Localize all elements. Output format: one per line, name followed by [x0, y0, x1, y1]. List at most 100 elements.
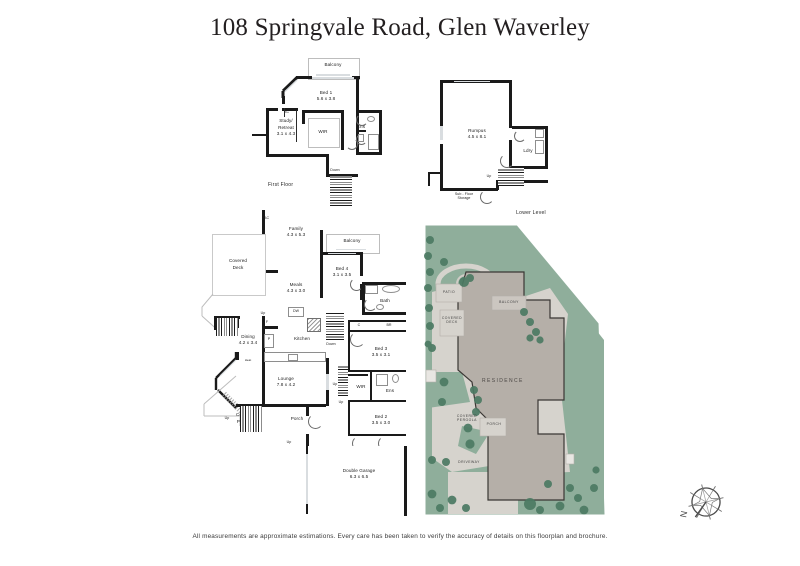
room-label-covered-deck: Covered Deck	[228, 258, 248, 270]
room-dims-meals: 4.3 x 3.0	[286, 288, 306, 293]
wall	[362, 312, 406, 315]
wall	[266, 108, 278, 111]
wall	[348, 400, 406, 403]
pantry-fixture	[264, 334, 274, 348]
ground-floor-plan: AC Family 4.3 x 5.3 Meals 4.3 x 3.0 Cove…	[200, 208, 420, 518]
laundry-appliance-fixture	[535, 140, 544, 154]
covered-deck-outline	[212, 234, 266, 296]
wall	[320, 230, 323, 256]
site-label-covered-deck: COVERED DECK	[441, 316, 463, 324]
marker-ac-first: AC	[284, 110, 290, 114]
wall	[302, 110, 344, 113]
wall	[356, 110, 382, 113]
wall	[320, 252, 323, 298]
room-label-rumpus: Rumpus	[468, 128, 486, 133]
room-dims-bed3: 3.5 x 3.1	[371, 352, 391, 357]
site-lawn-patch	[428, 372, 470, 408]
lower-level-plan: Rumpus 4.5 x 8.1 Ldry Up Sub - Floor Sto…	[428, 58, 564, 218]
room-label-ldry: Ldry	[523, 148, 533, 153]
wall	[509, 80, 512, 128]
room-dims-bed1: 5.6 x 3.8	[316, 96, 336, 101]
ac-unit-mark	[284, 108, 286, 117]
window-glass	[328, 253, 356, 255]
wall	[326, 174, 358, 177]
wall	[428, 172, 442, 175]
door-swing	[356, 134, 367, 145]
room-dims-double-garage: 6.3 x 6.5	[349, 474, 369, 479]
wall	[545, 126, 548, 168]
wall	[326, 390, 329, 406]
toilet-fixture	[367, 116, 375, 122]
room-dims-dining: 4.2 x 3.4	[238, 340, 258, 345]
wall	[236, 404, 326, 407]
room-label-double-garage: Double Garage	[342, 468, 376, 473]
wall	[262, 316, 265, 404]
room-dims-bed2: 3.5 x 3.0	[371, 420, 391, 425]
stair-ground	[338, 366, 348, 396]
wall	[214, 316, 240, 319]
room-label-wir-ground: WIR	[356, 384, 366, 389]
door-swing	[308, 414, 323, 429]
footer-disclaimer: All measurements are approximate estimat…	[192, 533, 608, 540]
room-label-balcony-ground: Balcony	[343, 238, 361, 243]
basin-fixture	[376, 304, 384, 310]
wall	[326, 154, 329, 176]
room-label-bed3: Bed 3	[374, 346, 388, 351]
wall	[296, 76, 312, 79]
wall	[306, 508, 309, 514]
room-dims-lounge: 7.8 x 4.2	[276, 382, 296, 387]
wall	[356, 152, 382, 155]
wall	[348, 374, 368, 377]
balcony-balustrade	[316, 74, 350, 76]
marker-up-2: Up	[332, 382, 338, 386]
site-plan-svg	[424, 222, 614, 515]
cooktop-fixture	[288, 353, 298, 361]
site-label-balcony: BALCONY	[499, 300, 519, 304]
door-swing	[350, 278, 363, 291]
dishwasher-fixture	[288, 307, 304, 317]
door-swing	[514, 130, 526, 142]
room-label-kitchen: Kitchen	[293, 336, 311, 341]
room-label-family: Family	[288, 226, 304, 231]
wall	[362, 282, 365, 314]
shower-fixture	[368, 134, 379, 150]
site-patio-structure	[435, 283, 463, 303]
shower-fixture	[376, 374, 388, 386]
wall	[348, 370, 406, 373]
site-label-residence: RESIDENCE	[482, 378, 524, 384]
site-trees	[424, 236, 600, 515]
wall	[262, 210, 265, 238]
wall	[348, 330, 406, 333]
wall	[356, 130, 366, 132]
wall	[440, 80, 443, 134]
marker-down-first: Down	[330, 168, 340, 172]
door-swing	[480, 190, 494, 204]
wall	[266, 108, 269, 156]
compass-north-letter: N	[678, 510, 689, 518]
balcony-balustrade	[336, 249, 366, 251]
room-label-ens-first: Ens	[356, 124, 366, 129]
site-covered-deck-structure	[439, 309, 465, 337]
room-label-bed1: Bed 1	[319, 90, 333, 95]
room-dims-rumpus: 4.5 x 8.1	[467, 134, 487, 139]
wall-thin	[296, 110, 298, 142]
stair-porch	[240, 406, 262, 432]
wall	[348, 400, 351, 436]
label-subfloor-storage: Sub - Floor Storage	[454, 192, 474, 200]
marker-up-5: Up	[286, 440, 292, 444]
room-label-dining: Dining	[241, 334, 255, 339]
site-corner-cut	[514, 222, 614, 342]
wall	[302, 110, 305, 124]
garage-door-glass	[306, 454, 309, 504]
laundry-trough-fixture	[535, 129, 544, 138]
room-label-meals: Meals	[289, 282, 303, 287]
site-label-porch: PORCH	[486, 422, 502, 426]
marker-up-lower: Up	[486, 174, 492, 178]
wall	[379, 110, 382, 154]
wall	[360, 284, 363, 300]
marker-up-1: Up	[260, 311, 266, 315]
door-swing	[364, 298, 377, 311]
marker-fridge: F	[265, 320, 269, 324]
wall	[428, 172, 431, 186]
stair-down-ground	[326, 312, 344, 340]
